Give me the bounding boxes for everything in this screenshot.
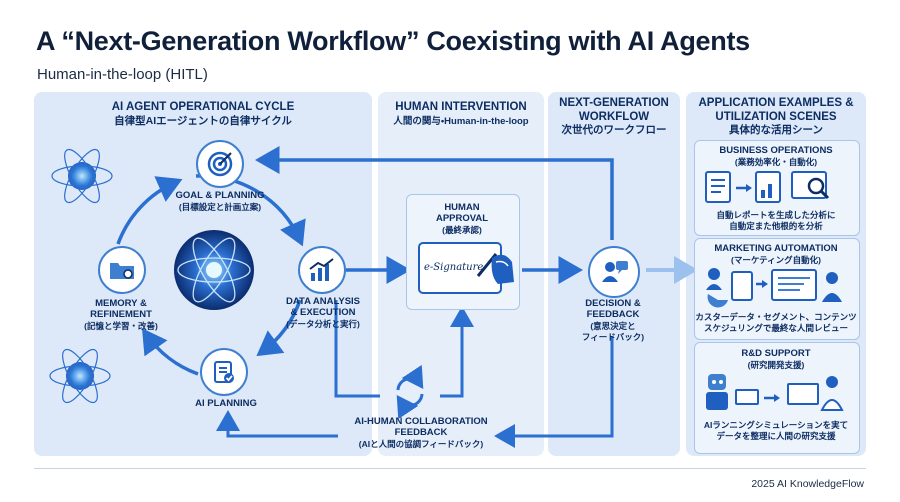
research-icons xyxy=(706,374,844,411)
page-title: A “Next-Generation Workflow” Coexisting … xyxy=(36,26,750,56)
pen-hand-icon xyxy=(476,253,514,284)
cycle-header-jp: 自律型AIエージェントの自律サイクル xyxy=(114,115,292,127)
tablet-signature xyxy=(418,242,502,294)
goal-label-jp: (目標設定と計画立案) xyxy=(178,202,262,212)
decision-feedback-icon xyxy=(588,246,640,298)
sync-icon xyxy=(396,364,424,420)
feedback-label-jp: (AIと人間の協調フィードバック) xyxy=(358,439,484,449)
atom-icon-top xyxy=(51,148,113,204)
app-desc2-rnd: データを整理に人間の研究支援 xyxy=(716,431,836,441)
data-label-1: DATA ANALYSIS xyxy=(285,296,361,307)
app-title-business: BUSINESS OPERATIONS xyxy=(719,145,833,156)
memory-label-2: REFINEMENT xyxy=(90,309,152,320)
decision-label-jp1: (意思決定と xyxy=(590,321,636,331)
data-label-2: & EXECUTION xyxy=(290,307,356,318)
chart-icon xyxy=(298,246,346,294)
app-desc1-rnd: AIランニングシミュレーションを実て xyxy=(703,420,849,430)
app-title-jp-rnd: (研究開発支援) xyxy=(747,360,805,370)
memory-label-jp: (記憶と学習・改善) xyxy=(84,321,158,331)
app-desc2-business: 自動定また他根的を分析 xyxy=(729,221,823,231)
app-title-jp-business: (業務効率化・自動化) xyxy=(734,157,818,167)
memory-label-1: MEMORY & xyxy=(95,298,147,309)
app-title-rnd: R&D SUPPORT xyxy=(741,348,811,359)
signature-text: e-Signature xyxy=(424,262,484,273)
decision-label-2: FEEDBACK xyxy=(586,309,640,320)
target-icon xyxy=(196,140,244,188)
atom-icon-bottom xyxy=(49,348,111,404)
workflow-header-line1: NEXT-GENERATION xyxy=(559,97,669,109)
app-title-jp-marketing: (マーケティング自動化) xyxy=(731,255,821,265)
data-label-jp: (データ分析と実行) xyxy=(286,319,360,329)
planning-icon xyxy=(200,348,248,396)
decision-label-jp2: フィードバック) xyxy=(581,332,645,342)
page-subtitle: Human-in-the-loop (HITL) xyxy=(37,66,208,83)
feedback-label-2: FEEDBACK xyxy=(394,427,448,438)
applications-header-line1: APPLICATION EXAMPLES & xyxy=(698,97,854,109)
report-icons xyxy=(705,171,830,203)
planning-label: AI PLANNING xyxy=(195,398,257,409)
applications-header-jp: 具体的な活用シーン xyxy=(729,124,823,136)
intervention-header-jp: 人間の関与•Human-in-the-loop xyxy=(393,116,529,127)
workflow-header-line2: WORKFLOW xyxy=(578,111,650,123)
decision-label-1: DECISION & xyxy=(585,298,641,309)
folder-icon xyxy=(98,246,146,294)
approval-label-jp: (最終承認) xyxy=(442,225,482,235)
approval-label-2: APPROVAL xyxy=(435,213,489,224)
intervention-header: HUMAN INTERVENTION xyxy=(395,101,527,113)
app-desc2-marketing: スケジュリングで最終な人間レビュー xyxy=(704,323,848,333)
app-desc1-marketing: カスターデータ・セグメント、コンテンツ xyxy=(695,312,857,322)
footer-divider xyxy=(34,468,866,469)
app-title-marketing: MARKETING AUTOMATION xyxy=(714,243,838,254)
workflow-header-jp: 次世代のワークフロー xyxy=(561,124,667,136)
applications-header-line2: UTILIZATION SCENES xyxy=(715,111,837,123)
cycle-header: AI AGENT OPERATIONAL CYCLE xyxy=(111,101,295,113)
marketing-icons xyxy=(706,268,842,308)
approval-label-1: HUMAN xyxy=(444,202,480,213)
feedback-label-1: AI-HUMAN COLLABORATION xyxy=(354,416,488,427)
app-desc1-business: 自動レポートを生成した分析に xyxy=(716,210,836,220)
footer-credit: 2025 AI KnowledgeFlow xyxy=(751,478,864,490)
goal-label: GOAL & PLANNING xyxy=(175,190,265,201)
